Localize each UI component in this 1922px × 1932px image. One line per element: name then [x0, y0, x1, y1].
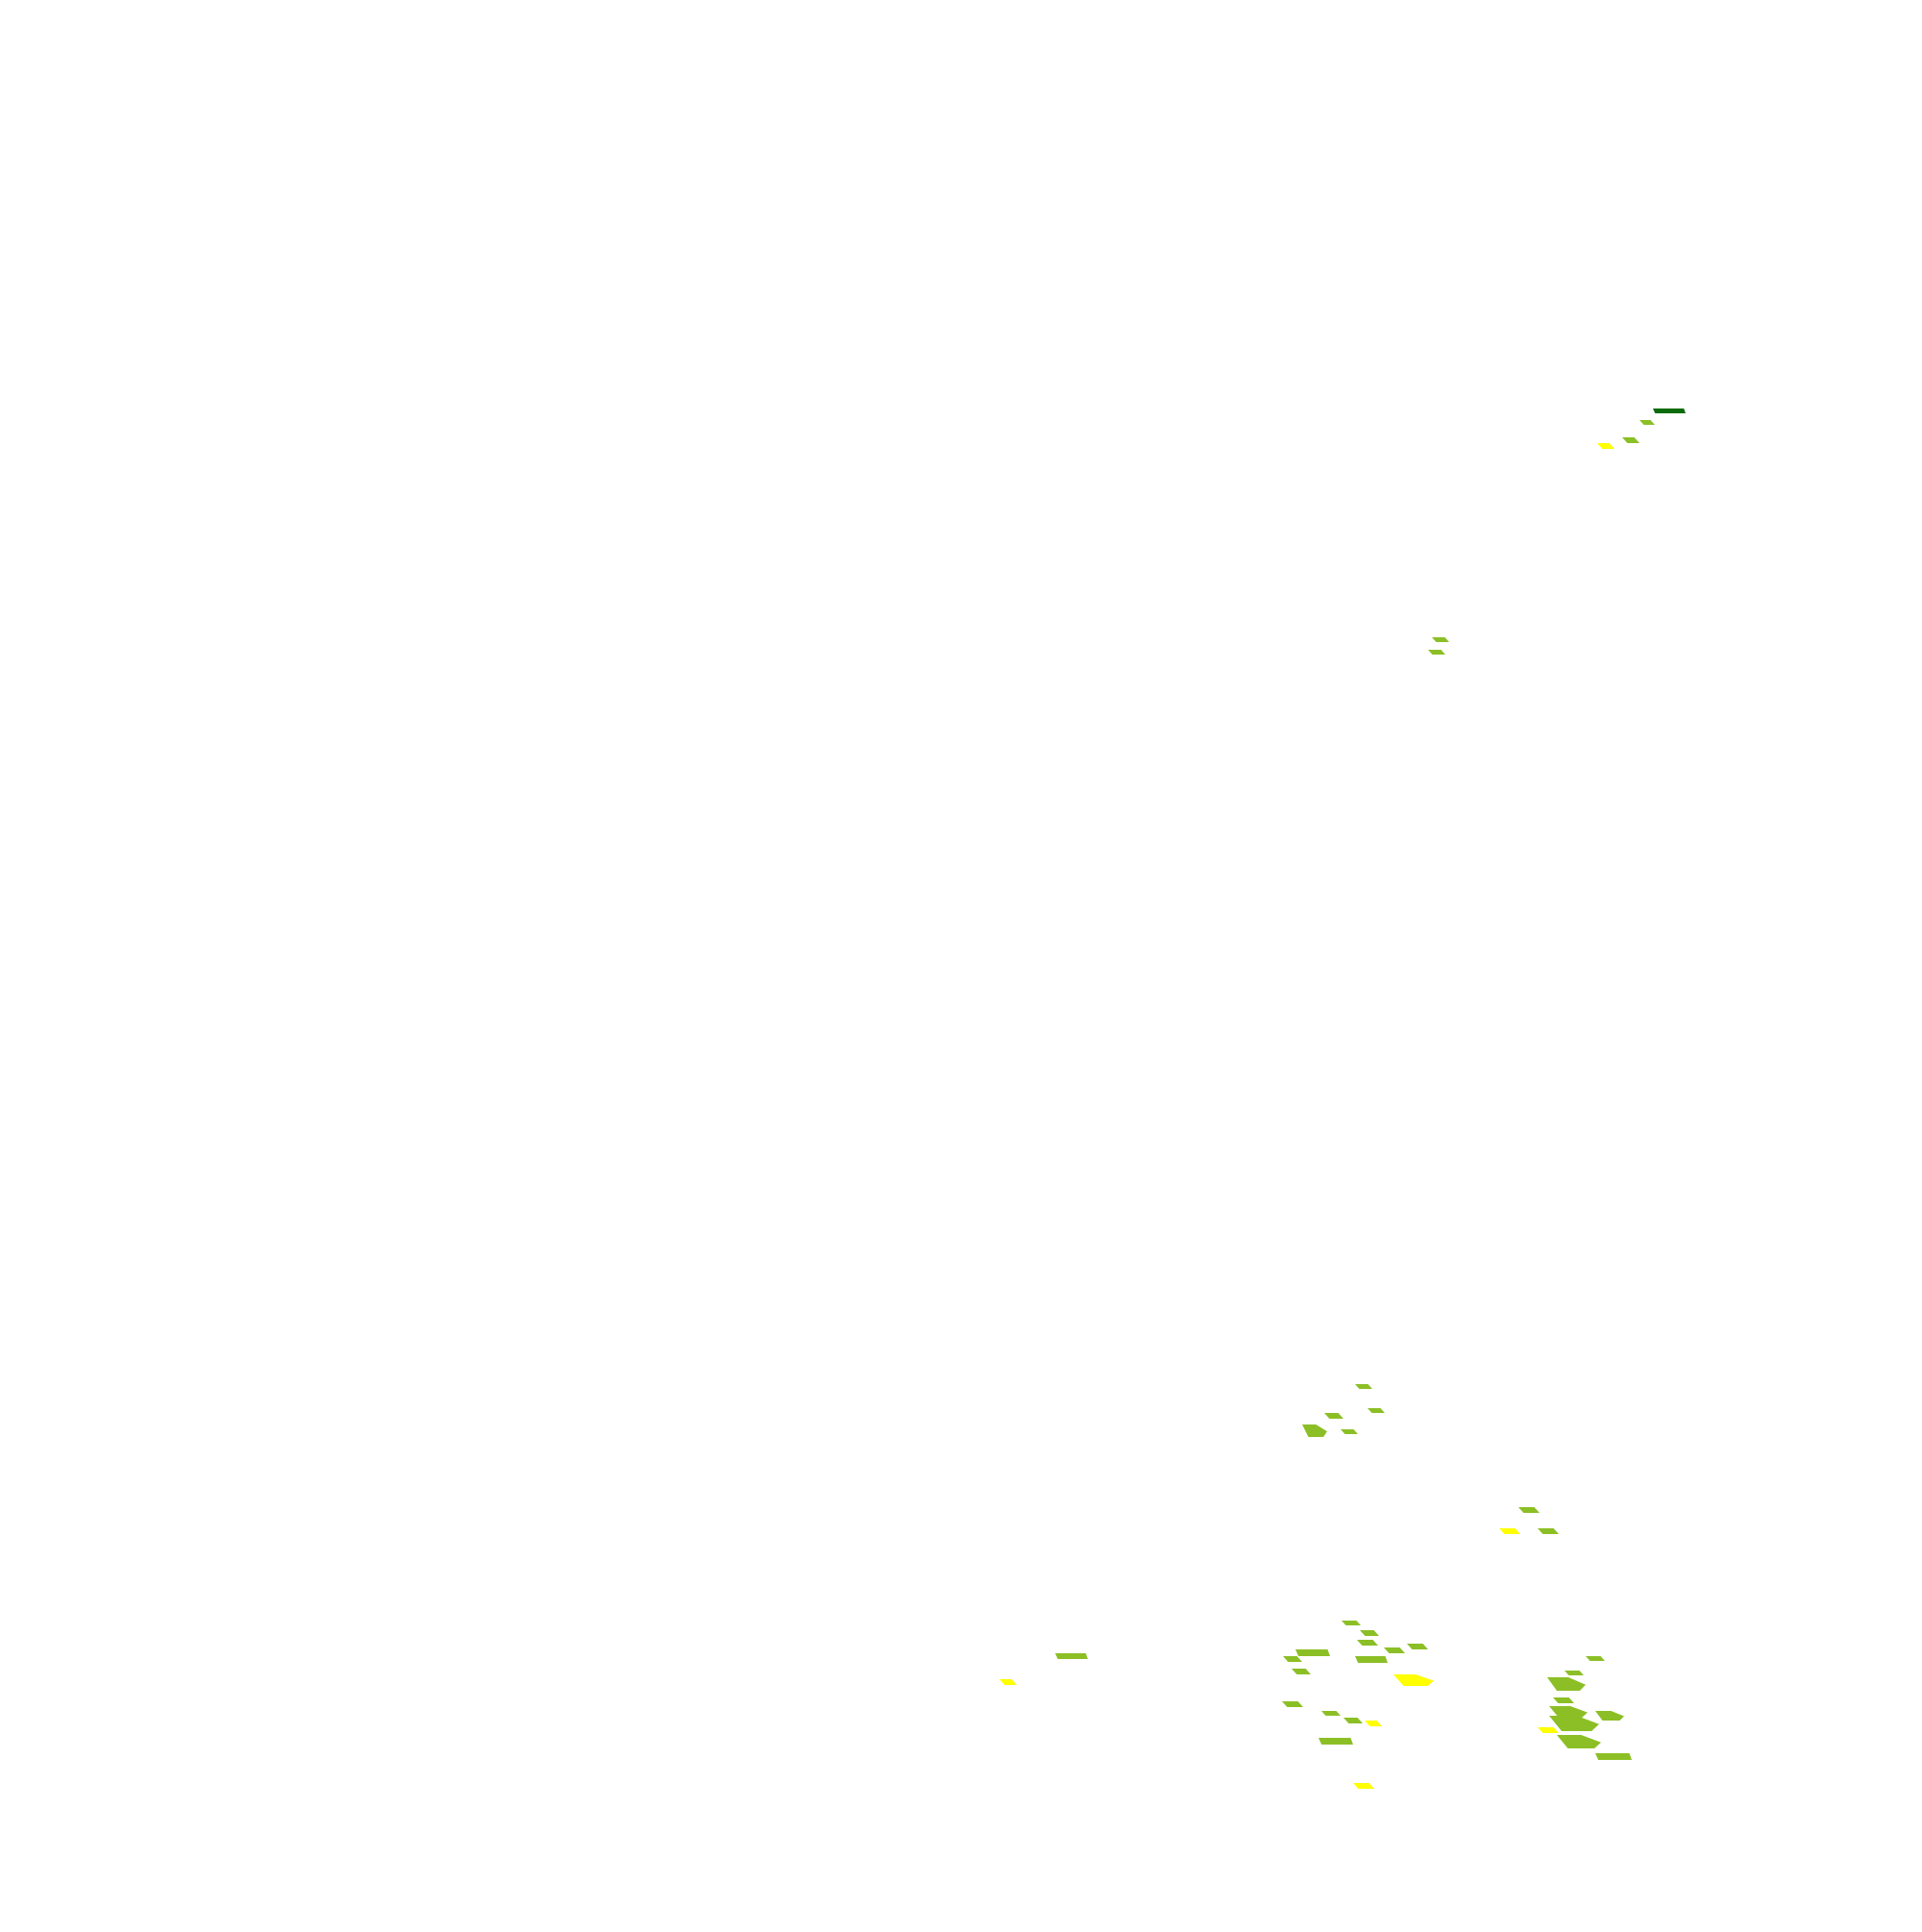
vegetation-patch-medium: [1557, 1735, 1601, 1748]
vegetation-patch-medium: [1639, 420, 1655, 425]
vegetation-patch-medium: [1341, 1429, 1358, 1434]
patch-cluster-central-east: [1428, 637, 1449, 655]
vegetation-patch-medium: [1518, 1507, 1540, 1513]
vegetation-patch-medium: [1565, 1671, 1584, 1675]
vegetation-patch-medium: [1355, 1384, 1372, 1389]
vegetation-patch-medium: [1343, 1718, 1363, 1723]
vegetation-patch-light: [1538, 1727, 1559, 1733]
patch-cluster-south-east-upper: [1499, 1507, 1559, 1534]
vegetation-patch-medium: [1357, 1640, 1378, 1646]
patch-cluster-south-west: [999, 1653, 1088, 1685]
vegetation-patch-dark: [1653, 409, 1686, 413]
patch-cluster-south-central: [1302, 1384, 1385, 1437]
vegetation-patch-light: [1365, 1721, 1382, 1726]
vegetation-patch-medium: [1283, 1656, 1302, 1662]
vegetation-patch-medium: [1407, 1644, 1428, 1649]
vegetation-patch-medium: [1538, 1528, 1559, 1534]
vegetation-patch-medium: [1595, 1711, 1624, 1721]
vegetation-patch-medium: [1549, 1706, 1588, 1718]
vegetation-patch-medium: [1282, 1701, 1303, 1707]
patch-cluster-south-east: [1538, 1656, 1632, 1760]
vegetation-patch-medium: [1586, 1656, 1605, 1661]
vegetation-patch-medium: [1342, 1621, 1361, 1625]
vegetation-patch-medium: [1595, 1753, 1632, 1760]
vegetation-patch-medium: [1549, 1716, 1599, 1731]
vegetation-patch-light: [1597, 443, 1614, 449]
vegetation-patch-medium: [1302, 1424, 1327, 1437]
vegetation-patch-medium: [1318, 1738, 1353, 1745]
vegetation-patch-medium: [1428, 650, 1445, 655]
vegetation-patch-medium: [1384, 1647, 1405, 1653]
vegetation-patch-medium: [1547, 1677, 1586, 1691]
patch-cluster-north-east: [1597, 409, 1686, 449]
vegetation-patch-medium: [1432, 637, 1449, 642]
vegetation-patch-layer: [999, 409, 1686, 1789]
vegetation-patch-medium: [1355, 1656, 1388, 1663]
vegetation-patch-medium: [1055, 1653, 1088, 1659]
vegetation-patch-medium: [1295, 1649, 1330, 1656]
patch-cluster-south-middle: [1282, 1621, 1434, 1789]
vegetation-patch-medium: [1553, 1697, 1574, 1703]
vegetation-patch-medium: [1360, 1630, 1379, 1636]
vegetation-patch-medium: [1321, 1711, 1341, 1716]
vegetation-patch-light: [999, 1679, 1017, 1685]
vegetation-patch-light: [1393, 1674, 1434, 1686]
vegetation-patch-medium: [1324, 1413, 1343, 1419]
vegetation-patch-medium: [1368, 1408, 1385, 1413]
vegetation-patch-medium: [1622, 437, 1639, 443]
vegetation-patch-light: [1353, 1783, 1374, 1789]
vegetation-patch-light: [1499, 1528, 1520, 1534]
vegetation-patch-medium: [1292, 1669, 1311, 1674]
